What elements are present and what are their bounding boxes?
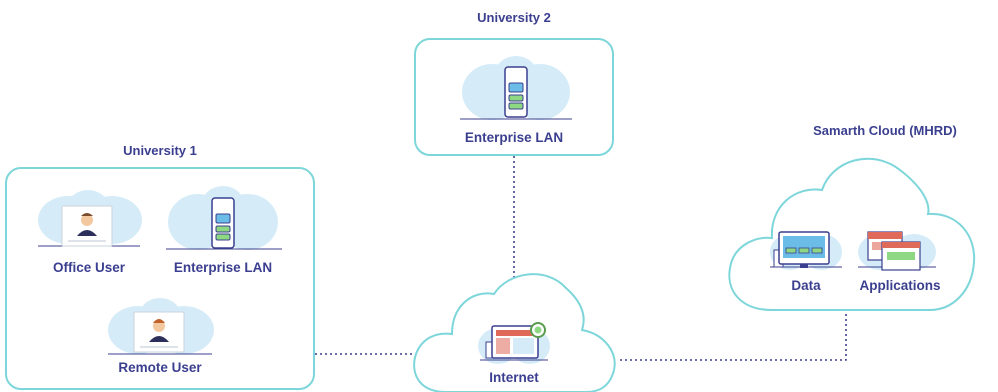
server-icon (504, 66, 528, 118)
connectors (315, 156, 847, 361)
university2-title: University 2 (477, 10, 551, 25)
user-card-icon (61, 205, 113, 247)
internet-label: Internet (489, 370, 539, 385)
browser-windows-icon (867, 231, 921, 271)
samarth-cloud-title: Samarth Cloud (MHRD) (813, 123, 957, 138)
monitor-icon (773, 231, 830, 268)
server-icon (211, 197, 235, 249)
applications-label: Applications (859, 278, 941, 293)
user-card-icon (133, 311, 185, 353)
u2-enterprise-lan-label: Enterprise LAN (464, 130, 564, 145)
connector-cloud-internet (620, 305, 847, 361)
data-label: Data (791, 278, 821, 293)
web-browser-icon (485, 322, 546, 359)
office-user-label: Office User (52, 260, 126, 275)
u1-enterprise-lan-label: Enterprise LAN (173, 260, 273, 275)
remote-user-label: Remote User (118, 360, 202, 375)
samarth-cloud-shape (728, 157, 976, 311)
university1-title: University 1 (123, 143, 197, 158)
